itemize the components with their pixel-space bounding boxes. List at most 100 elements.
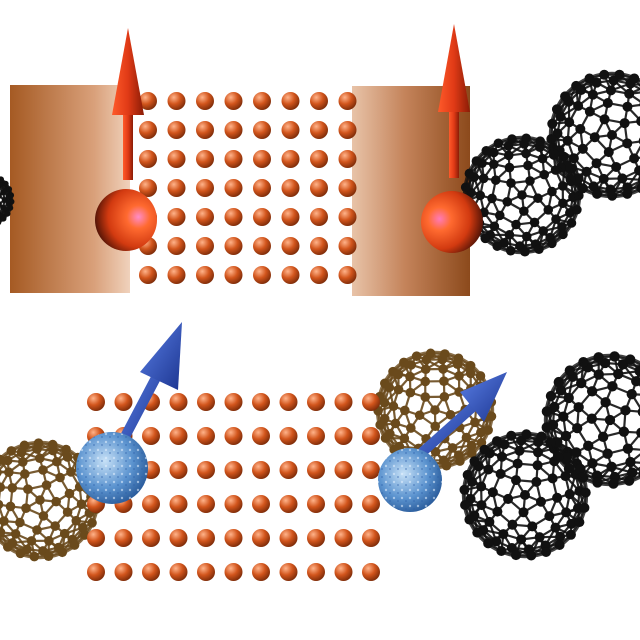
- copper-atom: [169, 529, 188, 547]
- copper-atom: [197, 529, 215, 547]
- copper-atom: [338, 237, 357, 255]
- copper-atom: [338, 92, 357, 110]
- copper-atom: [310, 150, 328, 168]
- copper-atom: [279, 563, 298, 581]
- copper-atom: [139, 121, 157, 139]
- copper-atom: [338, 121, 357, 139]
- copper-atom: [196, 121, 214, 139]
- copper-atom: [167, 179, 186, 197]
- copper-atom: [169, 495, 188, 513]
- copper-atom: [87, 563, 105, 581]
- copper-atom: [87, 529, 105, 547]
- copper-atom: [252, 495, 270, 513]
- copper-atom: [139, 92, 157, 110]
- spin-tilted-right: [378, 372, 507, 512]
- copper-atom: [279, 495, 298, 513]
- fullerene-bronze-left: [0, 438, 102, 562]
- copper-atom: [338, 150, 357, 168]
- copper-atom: [167, 150, 186, 168]
- copper-atom: [167, 208, 186, 226]
- copper-atom: [114, 563, 133, 581]
- spin-tilted-left: [76, 322, 182, 504]
- copper-atom: [310, 208, 328, 226]
- copper-atom: [307, 563, 325, 581]
- copper-atom: [224, 150, 243, 168]
- copper-atom: [338, 208, 357, 226]
- fullerene-bottom-right-1: [459, 429, 591, 561]
- copper-atom: [169, 427, 188, 445]
- copper-atom: [114, 529, 133, 547]
- copper-atom: [334, 427, 353, 445]
- copper-atom: [169, 563, 188, 581]
- copper-atom: [142, 529, 160, 547]
- copper-atom: [334, 529, 353, 547]
- copper-atom: [310, 266, 328, 284]
- copper-atom: [310, 179, 328, 197]
- copper-atom: [196, 92, 214, 110]
- copper-atom: [338, 179, 357, 197]
- copper-atom: [197, 563, 215, 581]
- copper-atom: [253, 237, 271, 255]
- copper-atom: [307, 427, 325, 445]
- copper-atom: [224, 427, 243, 445]
- copper-atom: [196, 237, 214, 255]
- copper-atom: [87, 393, 105, 411]
- copper-atom: [362, 393, 380, 411]
- spin-up-right: [421, 24, 483, 253]
- copper-atom: [224, 393, 243, 411]
- copper-atom: [307, 495, 325, 513]
- copper-atom: [253, 150, 271, 168]
- copper-atom: [362, 495, 380, 513]
- copper-atom: [281, 92, 300, 110]
- copper-atom: [334, 563, 353, 581]
- copper-atom: [224, 121, 243, 139]
- copper-atom: [362, 427, 380, 445]
- spin-tilted-arrow-icon: [140, 322, 182, 390]
- fullerene-top-1: [460, 133, 584, 257]
- copper-atom: [334, 495, 353, 513]
- copper-atom: [196, 150, 214, 168]
- copper-atom: [196, 208, 214, 226]
- copper-atom: [253, 179, 271, 197]
- copper-atom: [197, 461, 215, 479]
- copper-atom: [281, 266, 300, 284]
- copper-atom: [281, 179, 300, 197]
- fullerene-top-2: [546, 69, 640, 201]
- copper-atom: [252, 529, 270, 547]
- copper-atom: [281, 150, 300, 168]
- copper-atom: [253, 121, 271, 139]
- copper-atom: [197, 495, 215, 513]
- copper-atom: [307, 393, 325, 411]
- copper-atom: [252, 461, 270, 479]
- copper-atom: [169, 393, 188, 411]
- copper-atom: [224, 529, 243, 547]
- copper-atom: [142, 427, 160, 445]
- copper-atom: [362, 563, 380, 581]
- copper-atom: [338, 266, 357, 284]
- copper-atom: [139, 150, 157, 168]
- fullerene-edge-left: [0, 176, 15, 225]
- copper-atom: [252, 427, 270, 445]
- copper-atom: [334, 461, 353, 479]
- spin-up-arrow-icon: [112, 28, 144, 115]
- copper-atom: [224, 266, 243, 284]
- copper-atom: [224, 237, 243, 255]
- copper-atom: [142, 495, 160, 513]
- copper-atom: [196, 266, 214, 284]
- copper-atom: [167, 266, 186, 284]
- copper-atom: [310, 237, 328, 255]
- spin-tilted-arrow-icon: [460, 372, 507, 422]
- copper-atom: [114, 393, 133, 411]
- copper-atom: [281, 121, 300, 139]
- copper-atom: [279, 529, 298, 547]
- copper-atom: [197, 393, 215, 411]
- copper-atom: [224, 92, 243, 110]
- copper-atom: [139, 266, 157, 284]
- copper-atom: [167, 92, 186, 110]
- copper-atom: [142, 563, 160, 581]
- copper-lattice-top: [139, 92, 357, 284]
- copper-atom: [253, 208, 271, 226]
- copper-atom: [334, 393, 353, 411]
- copper-atom: [253, 266, 271, 284]
- copper-atom: [224, 179, 243, 197]
